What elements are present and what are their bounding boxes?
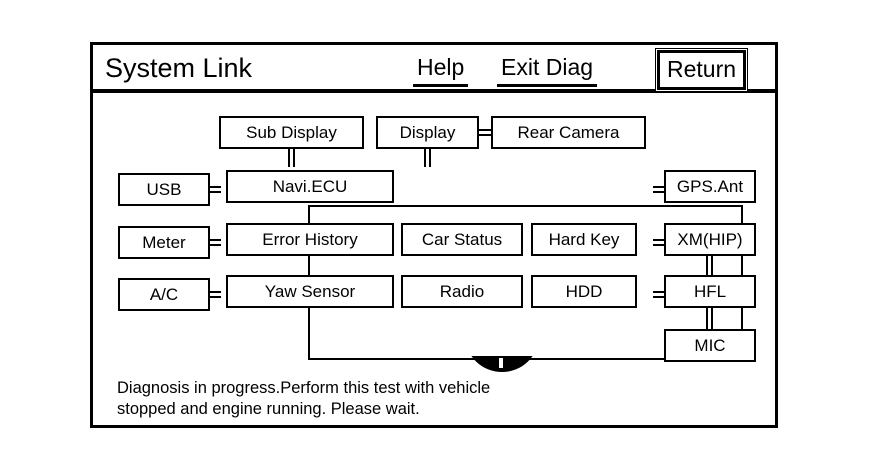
- speaker-arc-notch: [499, 358, 503, 368]
- connector-ac-group: [210, 291, 221, 298]
- node-meter-label: Meter: [142, 232, 186, 252]
- node-hdd-label: HDD: [565, 281, 603, 301]
- node-sub-display[interactable]: Sub Display: [219, 116, 364, 149]
- node-gps-ant[interactable]: GPS.Ant: [664, 170, 756, 203]
- node-display[interactable]: Display: [376, 116, 479, 149]
- node-error-history[interactable]: Error History: [226, 223, 394, 256]
- node-rear-camera-label: Rear Camera: [517, 122, 620, 142]
- return-button-label: Return: [657, 50, 747, 90]
- node-usb[interactable]: USB: [118, 173, 210, 206]
- connector-usb-group: [210, 186, 221, 193]
- speaker-arc-icon: [466, 356, 538, 372]
- node-yaw-sensor-label: Yaw Sensor: [264, 281, 356, 301]
- connector-display-rear-camera: [478, 129, 492, 136]
- node-ac[interactable]: A/C: [118, 278, 210, 311]
- node-hfl-label: HFL: [693, 281, 727, 301]
- status-message: Diagnosis in progress.Perform this test …: [117, 378, 677, 420]
- node-radio-label: Radio: [439, 281, 485, 301]
- status-message-line-2: stopped and engine running. Please wait.: [117, 400, 420, 418]
- node-navi-ecu[interactable]: Navi.ECU: [226, 170, 394, 203]
- node-mic[interactable]: MIC: [664, 329, 756, 362]
- connector-group-hfl: [653, 291, 664, 298]
- connector-meter-group: [210, 239, 221, 246]
- page-title: System Link: [105, 53, 253, 83]
- node-yaw-sensor[interactable]: Yaw Sensor: [226, 275, 394, 308]
- connector-xm-hip-hfl: [706, 256, 713, 275]
- status-message-line-1: Diagnosis in progress.Perform this test …: [117, 379, 491, 397]
- node-hdd[interactable]: HDD: [531, 275, 637, 308]
- node-hard-key[interactable]: Hard Key: [531, 223, 637, 256]
- title-bar: System Link Help Exit Diag Return: [93, 45, 775, 93]
- return-button[interactable]: Return: [655, 48, 749, 92]
- node-rear-camera[interactable]: Rear Camera: [491, 116, 646, 149]
- node-display-label: Display: [399, 122, 456, 142]
- node-usb-label: USB: [146, 179, 182, 199]
- diagnostic-window: System Link Help Exit Diag Return Sub Di…: [90, 42, 778, 428]
- node-meter[interactable]: Meter: [118, 226, 210, 259]
- connector-hfl-mic: [706, 308, 713, 329]
- node-hard-key-label: Hard Key: [548, 229, 620, 249]
- node-radio[interactable]: Radio: [401, 275, 523, 308]
- node-xm-hip-label: XM(HIP): [677, 229, 743, 249]
- connector-group-xm-hip: [653, 239, 664, 246]
- help-button[interactable]: Help: [413, 51, 469, 87]
- node-navi-ecu-label: Navi.ECU: [272, 176, 348, 196]
- node-hfl[interactable]: HFL: [664, 275, 756, 308]
- node-ac-label: A/C: [149, 284, 179, 304]
- node-car-status[interactable]: Car Status: [401, 223, 523, 256]
- node-xm-hip[interactable]: XM(HIP): [664, 223, 756, 256]
- node-car-status-label: Car Status: [421, 229, 503, 249]
- node-mic-label: MIC: [694, 335, 726, 355]
- connector-display-group: [424, 149, 431, 167]
- node-gps-ant-label: GPS.Ant: [676, 176, 744, 196]
- exit-diag-button[interactable]: Exit Diag: [497, 51, 598, 87]
- node-sub-display-label: Sub Display: [246, 122, 337, 142]
- node-error-history-label: Error History: [262, 229, 358, 249]
- connector-sub-display-group: [288, 149, 295, 167]
- connector-group-gps-ant: [653, 186, 664, 193]
